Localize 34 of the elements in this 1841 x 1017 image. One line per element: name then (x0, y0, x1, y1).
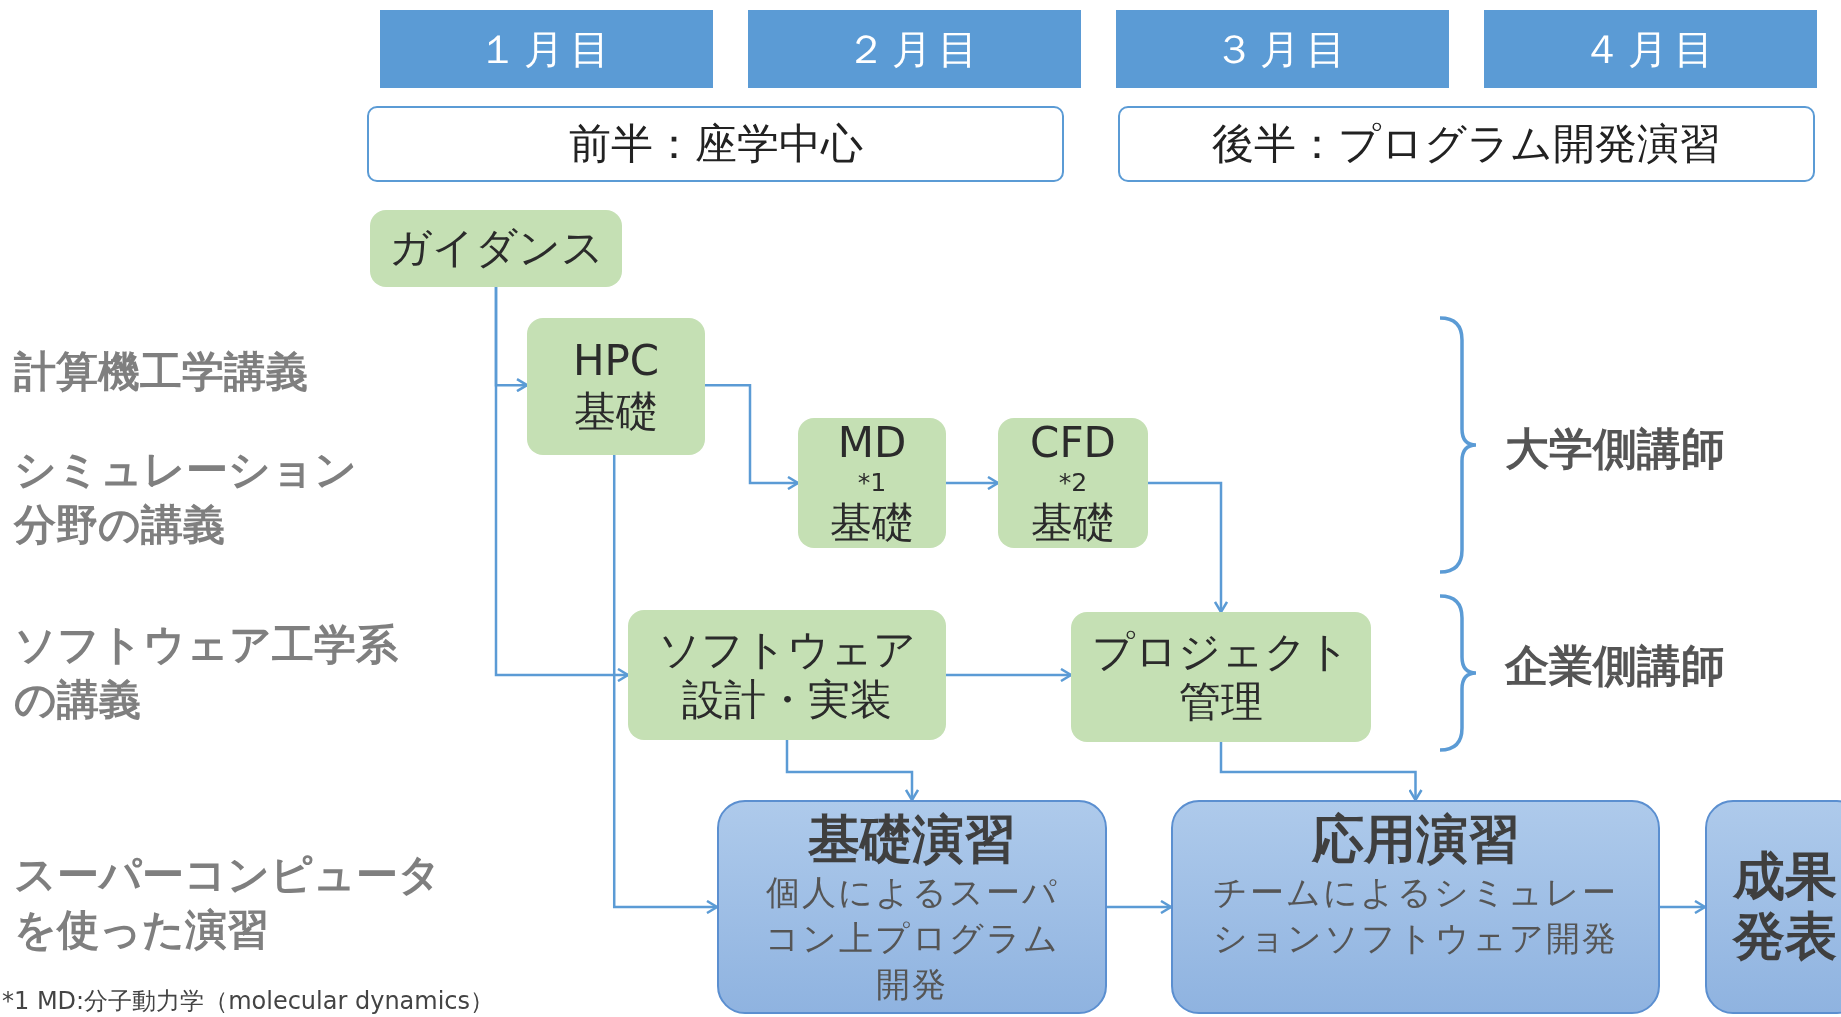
instructor-label: 企業側講師 (1505, 639, 1725, 693)
phase-box: 後半：プログラム開発演習 (1118, 106, 1815, 182)
box-title: 応用演習 (1311, 810, 1520, 870)
arrow (946, 667, 1073, 683)
process-box: プロジェクト管理 (1071, 612, 1371, 742)
arrow (785, 740, 920, 802)
box-title: 基礎演習 (808, 810, 1016, 870)
arrow (612, 455, 719, 915)
arrow (494, 287, 630, 683)
month-header: ４月目 (1484, 10, 1817, 88)
lecture-category-label: スーパーコンピュータを使った演習 (14, 849, 442, 956)
lecture-category-label: 計算機工学講義 (14, 346, 308, 398)
arrow (946, 475, 1000, 491)
footnote: *1 MD:分子動力学（molecular dynamics） (2, 986, 495, 1017)
arrow (1107, 899, 1173, 915)
process-box: HPC基礎 (527, 318, 705, 455)
exercise-box (1171, 800, 1660, 1014)
arrow (1660, 899, 1707, 915)
month-header: １月目 (380, 10, 713, 88)
arrow (705, 383, 800, 491)
process-box: ソフトウェア設計・実装 (628, 610, 946, 740)
month-header: ３月目 (1116, 10, 1449, 88)
box-description: チームによるシミュレーションソフトウェア開発 (1212, 870, 1619, 960)
lecture-category-label: ソフトウェア工学系の講義 (14, 619, 399, 726)
exercise-box (717, 800, 1107, 1014)
month-header: ２月目 (748, 10, 1081, 88)
instructor-label: 大学側講師 (1505, 422, 1725, 476)
process-box: ガイダンス (370, 210, 622, 287)
exercise-box: 成果発表 (1705, 800, 1841, 1014)
phase-box: 前半：座学中心 (367, 106, 1064, 182)
box-description: 個人によるスーパコン上プログラム開発 (763, 870, 1061, 1006)
lecture-category-label: シミュレーション分野の講義 (14, 444, 358, 551)
arrow (1148, 481, 1229, 614)
arrow (1219, 742, 1423, 802)
